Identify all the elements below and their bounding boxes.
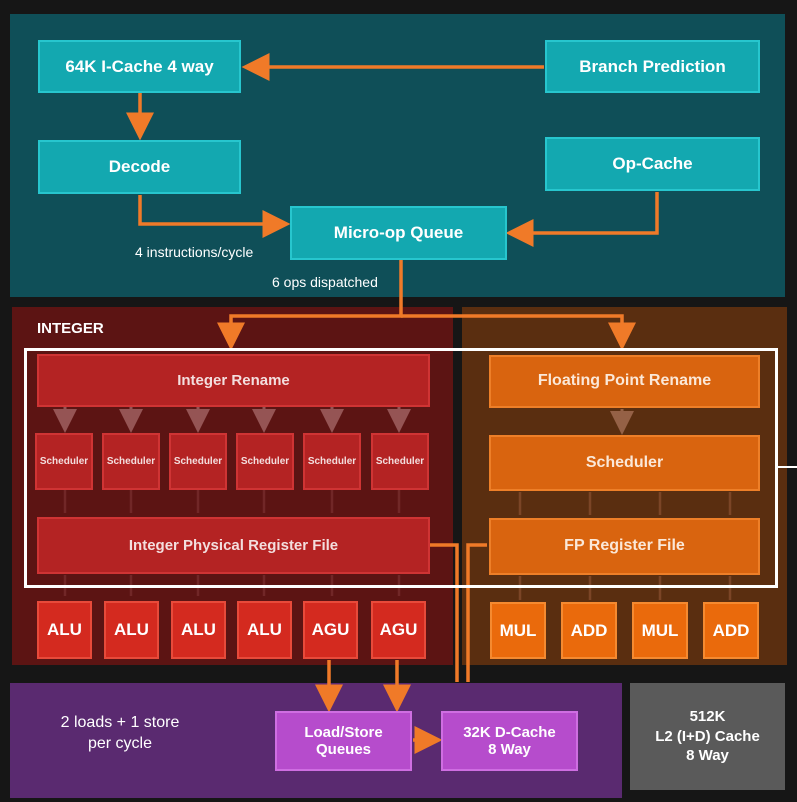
loads-stores-line2: per cycle (87, 734, 153, 752)
loads-stores-line1: 2 loads + 1 store (60, 714, 180, 731)
l2-line1: 512K (689, 708, 726, 725)
op-cache-label: Op-Cache (612, 154, 693, 174)
load-store-queues-box: Load/Store Queues (275, 711, 412, 771)
d-cache-box: 32K D-Cache 8 Way (441, 711, 578, 771)
int-unit-alu-4-label: ALU (247, 620, 282, 640)
int-unit-agu-1-label: AGU (311, 620, 350, 640)
int-scheduler-1-label: Scheduler (39, 455, 89, 467)
int-unit-alu-1: ALU (37, 601, 92, 659)
decode-label: Decode (108, 157, 171, 177)
fp-unit-add-1: ADD (561, 602, 617, 659)
fp-rename-box: Floating Point Rename (489, 355, 760, 408)
integer-register-file-box: Integer Physical Register File (37, 517, 430, 574)
int-unit-alu-4: ALU (237, 601, 292, 659)
fp-unit-add-2-label: ADD (712, 620, 750, 640)
int-scheduler-2: Scheduler (102, 433, 160, 490)
int-unit-agu-1: AGU (303, 601, 358, 659)
integer-rename-box: Integer Rename (37, 354, 430, 407)
fp-register-file-box: FP Register File (489, 518, 760, 575)
branch-prediction-box: Branch Prediction (545, 40, 760, 93)
fp-rename-label: Floating Point Rename (537, 372, 712, 390)
decode-box: Decode (38, 140, 241, 194)
fp-unit-add-1-label: ADD (570, 620, 608, 640)
loads-stores-text: 2 loads + 1 store per cycle (40, 713, 200, 755)
fp-register-file-label: FP Register File (564, 537, 685, 555)
int-scheduler-1: Scheduler (35, 433, 93, 490)
micro-op-queue-label: Micro-op Queue (333, 223, 464, 243)
int-scheduler-4: Scheduler (236, 433, 294, 490)
l2-cache-text: 512K L2 (I+D) Cache 8 Way (630, 707, 785, 766)
int-unit-agu-2-label: AGU (379, 620, 418, 640)
int-scheduler-5-label: Scheduler (307, 455, 357, 467)
fp-unit-mul-1: MUL (490, 602, 546, 659)
int-unit-alu-2-label: ALU (114, 620, 149, 640)
integer-title: INTEGER (37, 320, 104, 337)
fp-unit-mul-2: MUL (632, 602, 688, 659)
int-unit-alu-3: ALU (171, 601, 226, 659)
int-scheduler-4-label: Scheduler (240, 455, 290, 467)
fp-unit-add-2: ADD (703, 602, 759, 659)
int-scheduler-3: Scheduler (169, 433, 227, 490)
lsq-line1: Load/Store (304, 723, 383, 741)
l2-line2: L2 (I+D) Cache (655, 727, 760, 745)
op-cache-box: Op-Cache (545, 137, 760, 191)
highlight-callout-line (778, 466, 797, 468)
micro-op-queue-box: Micro-op Queue (290, 206, 507, 260)
int-scheduler-6-label: Scheduler (375, 455, 425, 467)
lsq-line2: Queues (315, 741, 372, 758)
int-scheduler-2-label: Scheduler (106, 455, 156, 467)
l2-line3: 8 Way (686, 747, 729, 764)
dcache-line2: 8 Way (488, 741, 531, 758)
int-unit-alu-1-label: ALU (47, 620, 82, 640)
integer-rename-label: Integer Rename (177, 371, 290, 389)
icache-box: 64K I-Cache 4 way (38, 40, 241, 93)
ops-dispatched-label: 6 ops dispatched (272, 274, 378, 290)
int-scheduler-6: Scheduler (371, 433, 429, 490)
integer-register-file-label: Integer Physical Register File (128, 536, 339, 554)
branch-prediction-label: Branch Prediction (579, 56, 726, 76)
int-scheduler-5: Scheduler (303, 433, 361, 490)
int-unit-agu-2: AGU (371, 601, 426, 659)
int-unit-alu-3-label: ALU (181, 620, 216, 640)
l2-cache-region (630, 683, 785, 790)
fp-scheduler-box: Scheduler (489, 435, 760, 491)
icache-label: 64K I-Cache 4 way (65, 56, 214, 76)
fp-scheduler-label: Scheduler (585, 453, 664, 471)
int-scheduler-3-label: Scheduler (173, 455, 223, 467)
int-unit-alu-2: ALU (104, 601, 159, 659)
fp-unit-mul-1-label: MUL (499, 620, 537, 640)
instr-per-cycle-label: 4 instructions/cycle (135, 244, 254, 260)
highlight-frame (24, 348, 778, 588)
fp-unit-mul-2-label: MUL (641, 620, 679, 640)
dcache-line1: 32K D-Cache (463, 723, 556, 741)
